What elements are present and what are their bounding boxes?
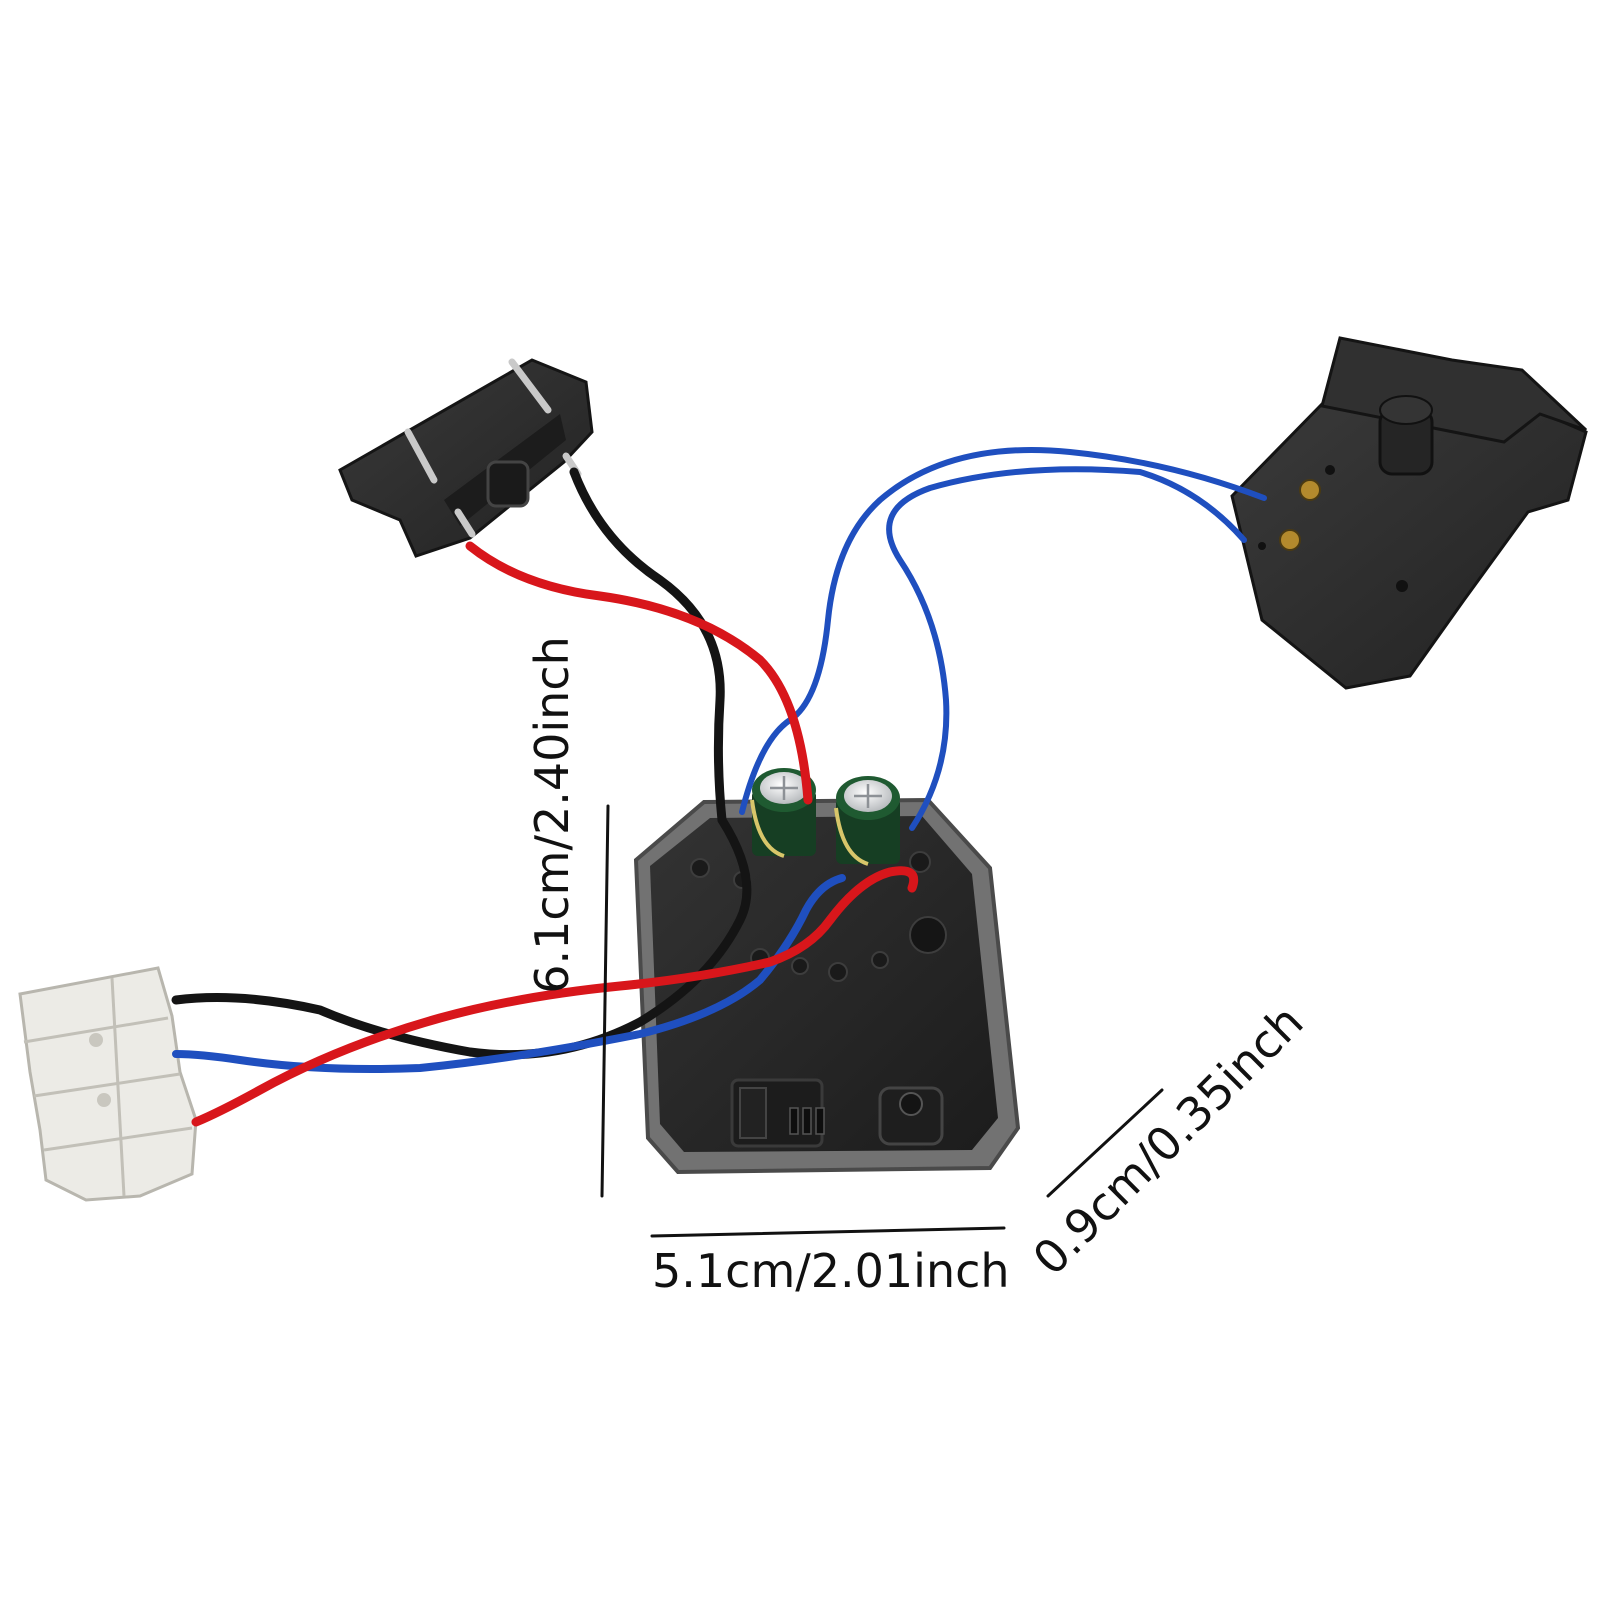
thickness-dimension-line [1046, 1088, 1164, 1198]
wire-red-upper [465, 541, 813, 805]
board-potting [650, 816, 998, 1152]
battery-connector [338, 358, 594, 558]
height-dimension-line [600, 804, 610, 1198]
wire-blue-switch-a [739, 447, 1267, 815]
trigger-knob [1378, 395, 1434, 476]
solder-pads [690, 851, 947, 982]
trigger-switch [1230, 336, 1588, 690]
wire-blue-lower [172, 874, 846, 1073]
wires [171, 447, 1267, 1127]
switch-screws [1258, 465, 1408, 592]
tactile-component [878, 1086, 944, 1146]
width-dimension-line [650, 1226, 1006, 1238]
wire-red-lower [191, 866, 919, 1127]
width-dimension-label: 5.1cm/2.01inch [652, 1244, 1010, 1298]
dimension-lines [600, 804, 1164, 1238]
terminal-block [18, 966, 198, 1202]
capacitor-left [750, 768, 816, 858]
controller-board [633, 797, 1021, 1175]
height-dimension-label: 6.1cm/2.40inch [525, 636, 579, 994]
wire-blue-switch-b [886, 466, 1247, 831]
wire-black-upper [569, 467, 727, 825]
capacitor-right [834, 776, 900, 866]
chip-module [730, 1078, 825, 1148]
